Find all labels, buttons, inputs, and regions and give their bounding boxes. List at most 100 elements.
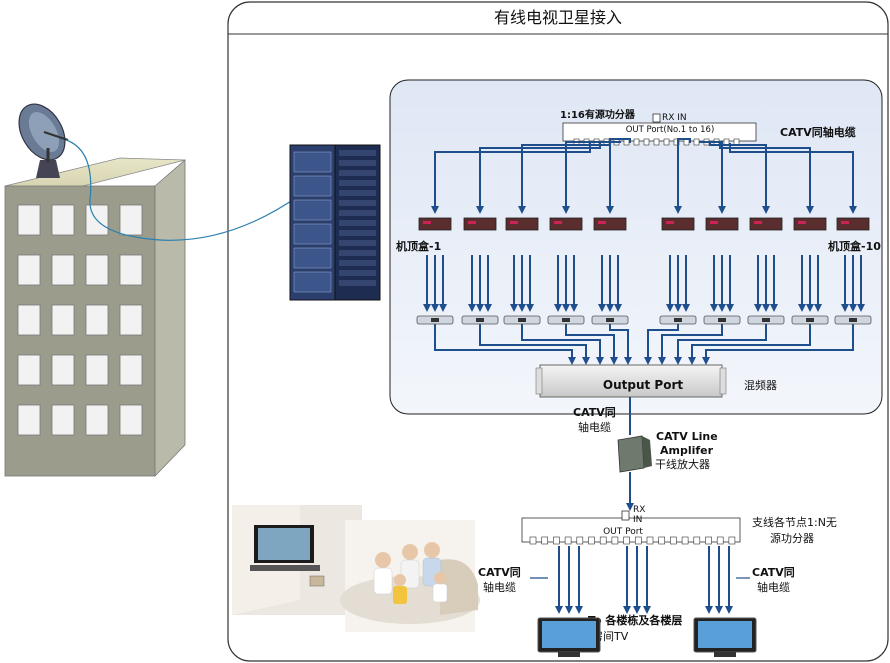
modulator-jack [849,318,857,322]
modulators [416,315,872,325]
rack-vent [339,260,376,266]
rack-vent [339,150,376,156]
set-top-box-led [423,221,431,224]
page-title: 有线电视卫星接入 [494,8,622,27]
rack-vent [339,230,376,236]
rack-vent [339,190,376,196]
cable-bl-1: CATV同 [478,566,521,579]
splitter-port [653,138,660,146]
rack-vent [339,270,376,276]
splitter-port [633,138,640,146]
rack-unit [293,223,332,245]
branch-label-1: 支线各节点1:N无 [752,515,837,529]
rack-vent [339,220,376,226]
mod-mixer-arrow [609,324,632,365]
modulator-jack [718,318,726,322]
branch-port [599,536,607,545]
rack-vent [339,170,376,176]
branch-port [611,536,619,545]
building-window [119,204,143,236]
branch-port [670,536,677,545]
building-window [51,204,75,236]
active-splitter: 1:16有源功分器 RX IN OUT Port(No.1 to 16) [560,108,757,146]
branch-port [634,536,642,545]
branch-out: OUT Port [603,527,643,537]
building-window [119,304,143,336]
tv-distribution-wiring [530,546,750,614]
building-window [85,304,109,336]
building-window [17,354,41,386]
splitter-stb-arrow [606,138,631,214]
set-top-box-led [841,221,849,224]
rack-unit [293,175,332,197]
branch-port [553,536,560,545]
amp-label-1: CATV Line [656,430,718,443]
mixer-port: Output Port [603,378,683,392]
branch-port [576,536,584,545]
stb-first-label: 机顶盒-1 [396,239,441,253]
splitter-stb-arrow [729,143,857,214]
building-window [17,254,41,286]
splitter-stb-arrow [562,141,621,214]
amp-label-3: 干线放大器 [655,457,710,471]
building-window [119,404,143,436]
set-top-box-led [754,221,762,224]
building-window [17,204,41,236]
rack-vent [339,250,376,256]
building-window [17,304,41,336]
splitter-port [693,138,700,146]
mod-mixer-arrow [434,324,576,365]
building-window [119,254,143,286]
building-window [51,354,75,386]
set-top-box-led [798,221,806,224]
splitter-stb-arrow [699,141,726,214]
set-top-box-led [468,221,476,224]
modulator-jack [762,318,770,322]
building-window [51,304,75,336]
rack-vent [339,240,376,246]
mod-mixer-arrow [644,324,679,365]
branch-label-2: 源功分器 [770,531,814,545]
modulator-jack [562,318,570,322]
building-window [85,254,109,286]
building-window [85,354,109,386]
tv-icon-right [693,617,757,657]
splitter-stb-arrow [674,138,691,214]
branch-port [529,536,537,545]
dest-label-1: To 各楼栋及各楼层 [588,613,682,627]
catv-left-2: 轴电缆 [578,420,611,434]
modulator-jack [606,318,614,322]
building-windows [17,204,143,436]
equipment-rack [289,144,381,301]
rack-unit [293,199,332,221]
splitter-port [643,138,650,146]
modulator-jack [518,318,526,322]
catv-cable-label: CATV同轴电缆 [780,125,856,139]
amp-label-2: Amplifer [660,444,714,457]
branch-port [693,536,701,545]
rack-vent [339,210,376,216]
distribution-wiring [423,138,865,365]
rack-unit [293,247,332,269]
branch-port [564,536,572,545]
splitter-rx: RX IN [662,113,687,123]
mod-mixer-arrow [702,324,854,365]
branch-port [681,536,689,545]
rack-vent [339,160,376,166]
tv-icon-left [537,617,601,657]
branch-port [728,536,736,545]
set-top-box-led [598,221,606,224]
rack-unit [293,271,332,293]
mod-mixer-arrow [565,324,618,365]
passive-splitter: RX IN OUT Port 支线各节点1:N无 源功分器 [521,505,837,545]
mod-mixer-arrow [658,324,723,365]
modulator-jack [431,318,439,322]
mod-mixer-arrow [688,324,811,365]
stb-last-label: 机顶盒-10 [828,239,881,253]
modulator-jack [806,318,814,322]
branch-port [541,536,549,545]
branch-rx: RX [633,505,645,515]
building-window [119,354,143,386]
catv-left-1: CATV同 [573,406,616,419]
splitter-stb-arrow [719,143,814,214]
